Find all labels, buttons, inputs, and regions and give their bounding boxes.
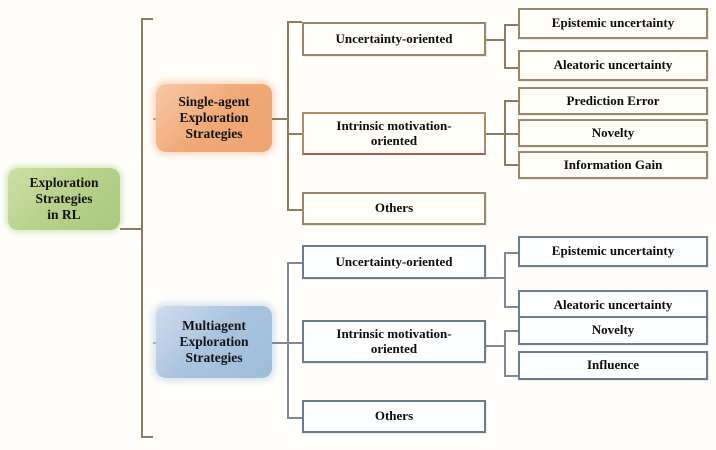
connector-multiagent-to-uncertainty — [287, 262, 302, 264]
sa-prediction-error-label: Prediction Error — [566, 92, 660, 108]
connector-single-agent-spine — [287, 21, 289, 211]
sa-aleatoric-label: Aleatoric uncertainty — [553, 57, 673, 73]
root-label-line2: Strategies — [35, 191, 93, 207]
single-agent-uncertainty-label: Uncertainty-oriented — [335, 30, 453, 46]
node-multiagent-uncertainty-oriented[interactable]: Uncertainty-oriented — [302, 245, 486, 279]
connector-sa-intrinsic-stem — [486, 133, 505, 135]
single-agent-intrinsic-label-line1: Intrinsic motivation- — [336, 118, 452, 134]
connector-main-top-stub — [141, 18, 153, 20]
root-label-line3: in RL — [47, 206, 81, 222]
multiagent-label-line1: Multiagent — [182, 318, 246, 334]
multiagent-label-line3: Strategies — [185, 349, 243, 365]
multiagent-uncertainty-label: Uncertainty-oriented — [335, 253, 453, 269]
connector-single-agent-to-uncertainty — [287, 21, 302, 23]
node-ma-aleatoric-uncertainty[interactable]: Aleatoric uncertainty — [518, 290, 708, 321]
node-single-agent-intrinsic-motivation-oriented[interactable]: Intrinsic motivation- oriented — [302, 112, 486, 155]
connector-multiagent-spine — [287, 262, 289, 419]
connector-single-agent-to-others — [287, 209, 302, 211]
connector-sa-to-information-gain — [504, 164, 518, 166]
sa-information-gain-label: Information Gain — [563, 156, 663, 172]
node-multiagent-intrinsic-motivation-oriented[interactable]: Intrinsic motivation- oriented — [302, 320, 486, 363]
node-sa-prediction-error[interactable]: Prediction Error — [518, 87, 708, 115]
single-agent-intrinsic-label-line2: oriented — [370, 132, 418, 148]
connector-ma-to-novelty — [504, 330, 518, 332]
node-exploration-strategies-in-rl[interactable]: Exploration Strategies in RL — [8, 168, 120, 230]
ma-influence-label: Influence — [587, 357, 639, 373]
root-label-line1: Exploration — [29, 175, 99, 191]
ma-epistemic-label: Epistemic uncertainty — [551, 243, 675, 259]
connector-sa-uncertainty-spine — [504, 24, 506, 69]
connector-sa-uncertainty-stem — [486, 39, 505, 41]
multiagent-intrinsic-label-line2: oriented — [370, 340, 418, 356]
single-agent-label-line2: Exploration — [179, 110, 249, 126]
connector-ma-intrinsic-stem — [486, 345, 505, 347]
single-agent-label-line1: Single-agent — [178, 94, 250, 110]
connector-sa-to-prediction-error — [504, 100, 518, 102]
connector-multiagent-to-others — [287, 417, 302, 419]
connector-ma-to-influence — [504, 375, 518, 377]
connector-single-agent-to-intrinsic — [287, 133, 302, 135]
node-multiagent-exploration-strategies[interactable]: Multiagent Exploration Strategies — [156, 306, 272, 378]
node-ma-influence[interactable]: Influence — [518, 351, 708, 380]
node-single-agent-others[interactable]: Others — [302, 192, 486, 225]
sa-novelty-label: Novelty — [591, 124, 635, 140]
ma-aleatoric-label: Aleatoric uncertainty — [553, 297, 673, 313]
connector-ma-to-epistemic — [504, 252, 518, 254]
connector-root-stem — [120, 228, 142, 230]
node-sa-epistemic-uncertainty[interactable]: Epistemic uncertainty — [518, 8, 708, 39]
connector-multiagent-to-intrinsic — [287, 342, 302, 344]
connector-main-bottom-stub — [141, 436, 153, 438]
node-single-agent-exploration-strategies[interactable]: Single-agent Exploration Strategies — [156, 84, 272, 152]
connector-sa-to-epistemic — [504, 24, 518, 26]
connector-main-spine — [141, 18, 143, 438]
node-multiagent-others[interactable]: Others — [302, 400, 486, 433]
single-agent-others-label: Others — [374, 200, 414, 216]
connector-single-agent-stem — [272, 118, 288, 120]
connector-ma-uncertainty-spine — [504, 252, 506, 308]
multiagent-intrinsic-label-line1: Intrinsic motivation- — [336, 326, 452, 342]
connector-sa-to-novelty — [504, 133, 518, 135]
node-ma-novelty[interactable]: Novelty — [518, 316, 708, 345]
connector-ma-uncertainty-stem — [486, 277, 505, 279]
node-ma-epistemic-uncertainty[interactable]: Epistemic uncertainty — [518, 236, 708, 267]
connector-multiagent-stem — [272, 342, 288, 344]
node-single-agent-uncertainty-oriented[interactable]: Uncertainty-oriented — [302, 22, 486, 56]
single-agent-label-line3: Strategies — [185, 125, 243, 141]
multiagent-label-line2: Exploration — [179, 334, 249, 350]
node-sa-information-gain[interactable]: Information Gain — [518, 151, 708, 179]
connector-ma-intrinsic-spine — [504, 330, 506, 377]
ma-novelty-label: Novelty — [591, 322, 635, 338]
multiagent-others-label: Others — [374, 408, 414, 424]
connector-ma-to-aleatoric — [504, 306, 518, 308]
node-sa-aleatoric-uncertainty[interactable]: Aleatoric uncertainty — [518, 50, 708, 81]
node-sa-novelty[interactable]: Novelty — [518, 119, 708, 147]
connector-sa-to-aleatoric — [504, 67, 518, 69]
sa-epistemic-label: Epistemic uncertainty — [551, 15, 675, 31]
